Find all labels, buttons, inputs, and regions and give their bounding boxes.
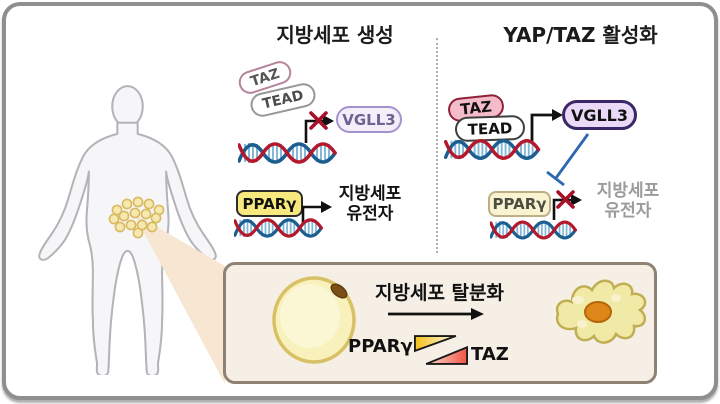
dedifferentiation-title: 지방세포 탈분화 xyxy=(375,282,504,304)
blocked-arrow-icon-left xyxy=(304,111,334,143)
inhibition-line-icon xyxy=(546,133,590,187)
blocked-arrow-icon-right xyxy=(552,190,582,220)
dna-icon-left-top xyxy=(238,142,337,164)
gene-label-right-line1: 지방세포 xyxy=(596,181,660,201)
activation-arrow-icon-right xyxy=(530,109,563,142)
pparg-pill-left: PPARγ xyxy=(236,190,303,217)
activation-arrow-icon-left xyxy=(301,201,332,224)
dna-icon-left-bottom xyxy=(234,218,323,238)
pparg-label-right: PPARγ xyxy=(492,195,547,213)
vgll3-pill-left: VGLL3 xyxy=(336,106,402,133)
fat-cluster-icon xyxy=(108,196,165,239)
dedifferentiated-cell-icon xyxy=(555,279,647,344)
human-body-icon xyxy=(38,85,217,375)
taz-gradient-label: TAZ xyxy=(471,344,509,365)
adipocyte-cell-icon xyxy=(272,276,356,364)
dna-icon-right-bottom xyxy=(490,220,577,240)
gene-label-right: 지방세포 유전자 xyxy=(586,181,670,221)
gene-label-left-line1: 지방세포 xyxy=(338,184,402,204)
pparg-gradient-label: PPARγ xyxy=(348,336,413,357)
dedifferentiation-arrow-icon xyxy=(388,308,484,320)
pparg-pill-right: PPARγ xyxy=(488,191,551,217)
right-panel-title: YAP/TAZ 활성화 xyxy=(503,23,658,47)
vgll3-pill-right: VGLL3 xyxy=(562,100,637,130)
left-panel-title: 지방세포 생성 xyxy=(276,23,394,47)
gene-label-right-line2: 유전자 xyxy=(604,201,652,222)
pparg-taz-gradient-icon xyxy=(414,335,468,365)
vgll3-label-left: VGLL3 xyxy=(342,110,396,129)
gene-label-left: 지방세포 유전자 xyxy=(328,184,412,224)
panel-divider xyxy=(436,38,438,253)
zoom-cone xyxy=(134,214,225,384)
dna-icon-right-top xyxy=(444,139,541,160)
gene-label-left-line2: 유전자 xyxy=(346,204,394,225)
pparg-label-left: PPARγ xyxy=(242,194,297,213)
vgll3-label-right: VGLL3 xyxy=(570,105,629,125)
